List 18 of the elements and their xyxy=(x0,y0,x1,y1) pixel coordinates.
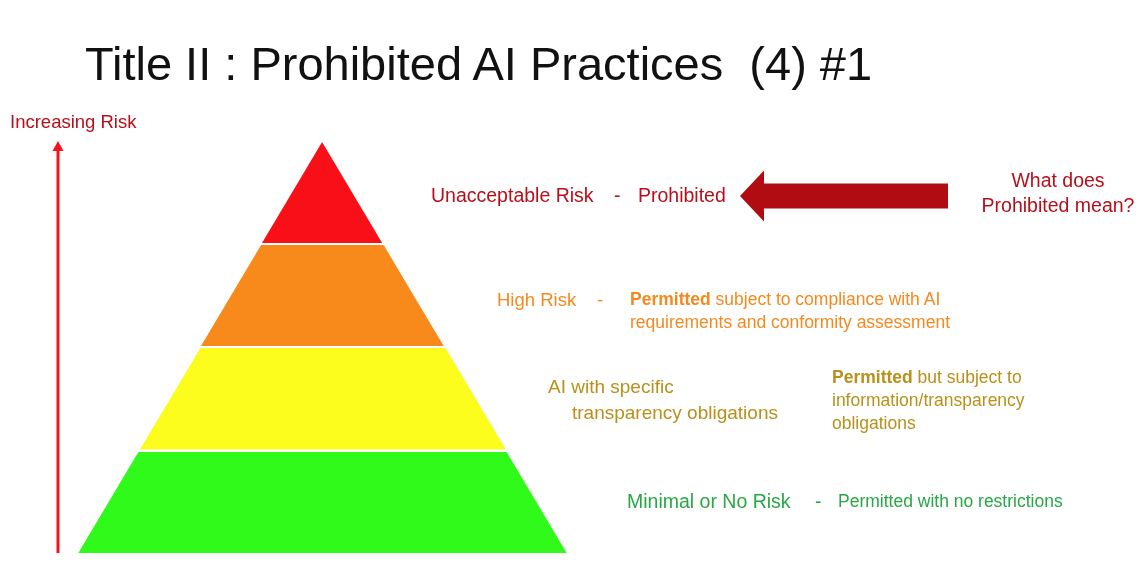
pyramid-tier xyxy=(201,245,444,346)
question-text: What does Prohibited mean? xyxy=(980,168,1136,218)
tier-label: Unacceptable Risk xyxy=(431,184,594,208)
tier-description: Permitted with no restrictions xyxy=(838,491,1063,512)
tier-description: Permitted but subject to information/transparency obligations xyxy=(832,365,1026,435)
pyramid-tier xyxy=(78,451,567,553)
tier-description: Permitted subject to compliance with AI requirements and conformity assessment xyxy=(630,287,951,334)
tier-description: Prohibited xyxy=(638,184,726,208)
pyramid-tier xyxy=(262,142,383,243)
axis-label: Increasing Risk xyxy=(10,111,137,134)
dash-separator: - xyxy=(597,289,604,312)
tier-label: High Risk xyxy=(497,289,577,312)
tier-label: AI with specific transparency obligations xyxy=(548,375,779,425)
dash-separator: - xyxy=(614,184,621,208)
tier-label: Minimal or No Risk xyxy=(627,490,791,514)
arrow xyxy=(740,170,948,222)
pyramid-tier xyxy=(139,348,506,450)
dash-separator: - xyxy=(815,490,822,514)
